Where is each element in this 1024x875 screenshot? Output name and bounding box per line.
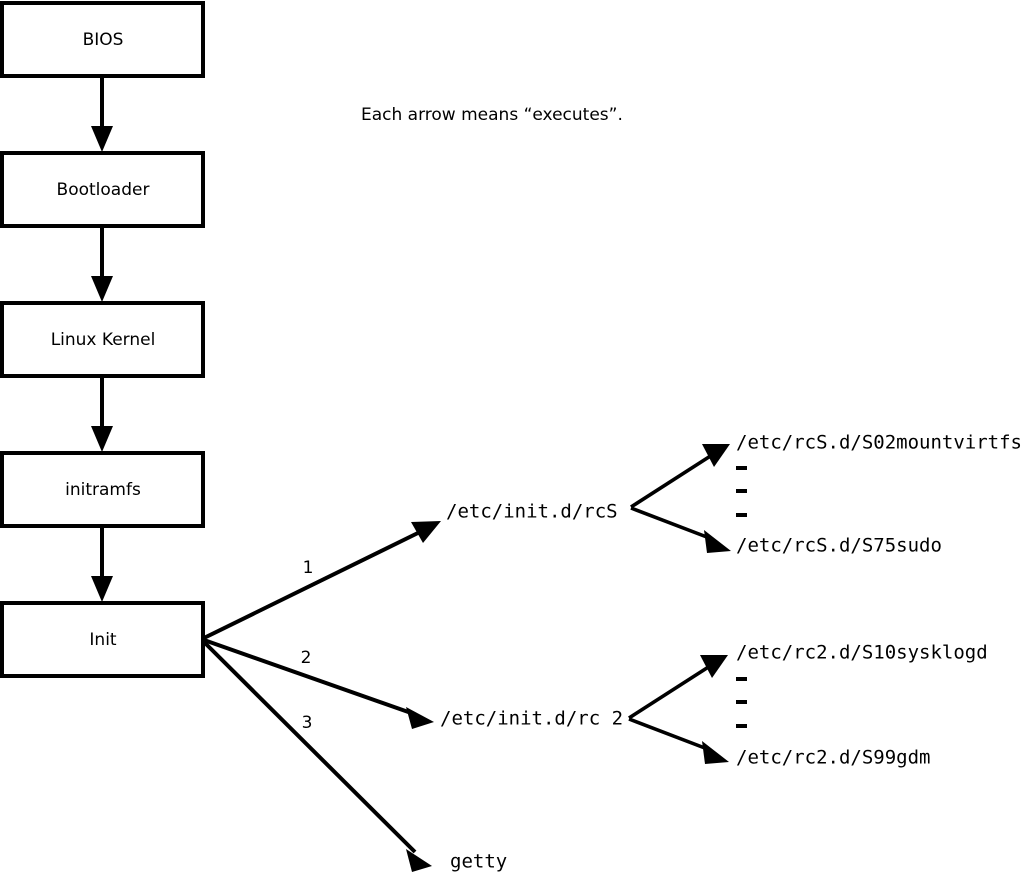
node-bios-label: BIOS [83, 30, 124, 50]
node-init-label: Init [89, 630, 117, 650]
init-branch-3: 3 [202, 640, 432, 872]
edge-label-2: 2 [301, 648, 312, 668]
rc2-fanout [628, 655, 729, 764]
arrowhead-kernel-to-initramfs [91, 426, 113, 452]
connector-rcs-to-first [630, 453, 713, 509]
connector-rcs-to-last [630, 506, 713, 541]
init-branch-1: 1 [203, 521, 441, 640]
node-init[interactable]: Init [0, 601, 205, 678]
node-linux-kernel-label: Linux Kernel [51, 330, 156, 350]
node-bios[interactable]: BIOS [0, 1, 205, 78]
init-branch-2: 2 [203, 638, 434, 729]
connector-init-to-rc2 [203, 638, 415, 716]
rcs-fanout [630, 444, 731, 553]
rcs-ellipsis [736, 466, 747, 517]
arrowhead-rc2-to-last [702, 741, 729, 764]
node-linux-kernel[interactable]: Linux Kernel [0, 301, 205, 378]
node-linux-kernel-rect[interactable] [0, 301, 205, 378]
connector-rc2-to-first [628, 664, 711, 720]
arrowhead-rcs-to-first [702, 444, 730, 467]
connector-init-to-getty [202, 640, 417, 854]
node-init-rect[interactable] [0, 601, 205, 678]
node-bios-rect[interactable] [0, 1, 205, 78]
chain-connectors [91, 76, 113, 602]
label-rcs-first-script: /etc/rcS.d/S02mountvirtfs [736, 432, 1022, 454]
label-getty: getty [450, 851, 507, 873]
arrowhead-rcs-to-last [704, 530, 731, 553]
legend-note: Each arrow means “executes”. [361, 105, 623, 125]
label-rc2-first-script: /etc/rc2.d/S10sysklogd [736, 642, 988, 664]
connector-init-to-rcs [203, 528, 425, 640]
arrowhead-bootloader-to-kernel [91, 276, 113, 302]
connector-rc2-to-last [628, 717, 711, 752]
edge-label-3: 3 [302, 713, 313, 733]
label-rcs-script: /etc/init.d/rcS [446, 501, 618, 523]
node-bootloader-rect[interactable] [0, 151, 205, 228]
edge-label-1: 1 [303, 558, 314, 578]
rc2-ellipsis [736, 677, 747, 728]
arrowhead-init-to-rcs [411, 521, 441, 543]
node-bootloader[interactable]: Bootloader [0, 151, 205, 228]
arrowhead-bios-to-bootloader [91, 126, 113, 152]
node-initramfs[interactable]: initramfs [0, 451, 205, 528]
node-initramfs-label: initramfs [65, 480, 141, 500]
arrowhead-initramfs-to-init [91, 576, 113, 602]
arrowhead-init-to-getty [406, 849, 432, 872]
node-initramfs-rect[interactable] [0, 451, 205, 528]
arrowhead-init-to-rc2 [406, 707, 434, 729]
node-bootloader-label: Bootloader [57, 180, 150, 200]
label-rc2-last-script: /etc/rc2.d/S99gdm [736, 747, 930, 769]
arrowhead-rc2-to-first [700, 655, 728, 678]
label-rcs-last-script: /etc/rcS.d/S75sudo [736, 535, 942, 557]
label-rc2-script: /etc/init.d/rc 2 [440, 708, 623, 730]
